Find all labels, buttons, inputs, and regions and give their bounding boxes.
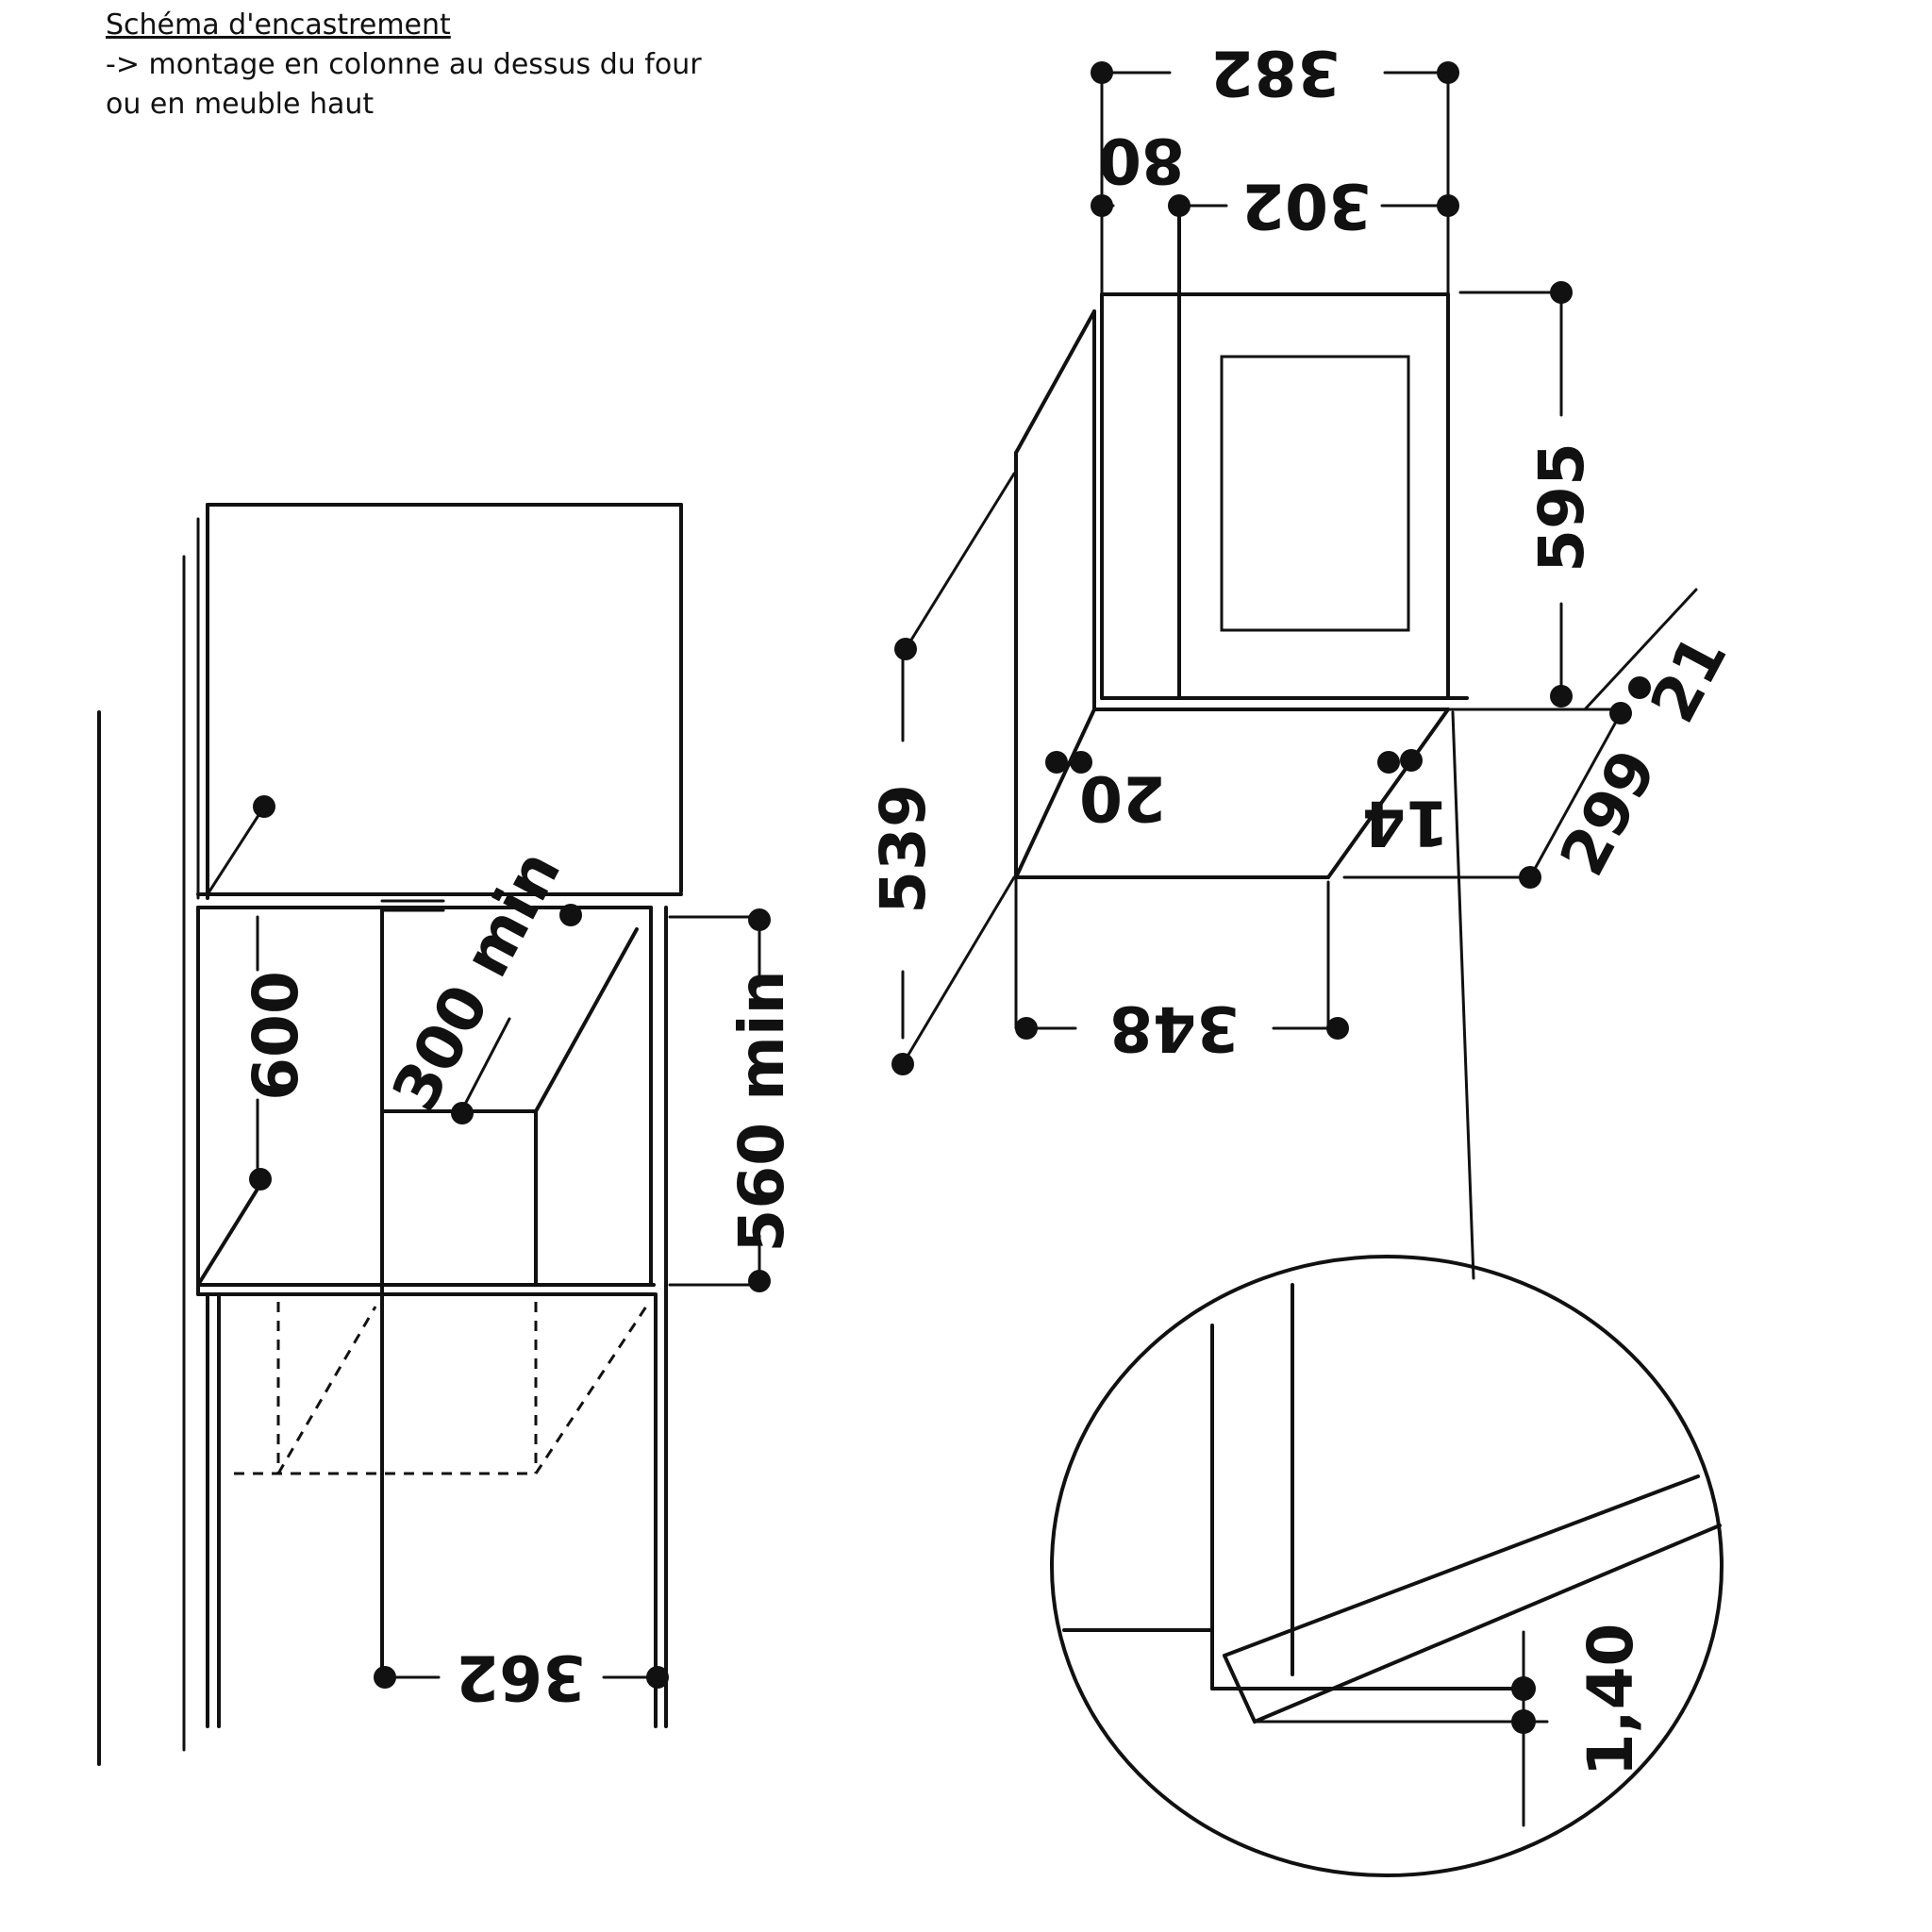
detail-magnifier: 1,40 [1050, 1255, 1724, 1877]
dim-595: 595 [1525, 442, 1598, 573]
dim-600: 600 [240, 971, 312, 1101]
dim-362: 362 [456, 1641, 586, 1714]
dim-80: 80 [1098, 125, 1185, 197]
dim-20: 20 [1079, 762, 1166, 835]
dim-348: 348 [1109, 992, 1240, 1065]
dim-302: 302 [1241, 170, 1372, 242]
header-line-1: -> montage en colonne au dessus du four [106, 48, 702, 81]
diagram-header: Schéma d'encastrement -> montage en colo… [106, 6, 702, 125]
dim-382: 382 [1210, 37, 1341, 109]
dim-1-40: 1,40 [1574, 1624, 1647, 1777]
dim-14: 14 [1362, 787, 1449, 859]
right-appliance-view: 382 80 302 595 21 20 14 [867, 37, 1741, 1280]
left-cabinet-view: 600 300 min 560 min 362 [97, 503, 798, 1766]
diagram-title: Schéma d'encastrement [106, 8, 451, 42]
dim-560-min: 560 min [725, 970, 798, 1252]
dim-21: 21 [1637, 624, 1741, 734]
header-line-2: ou en meuble haut [106, 88, 375, 121]
dim-539: 539 [867, 784, 940, 914]
